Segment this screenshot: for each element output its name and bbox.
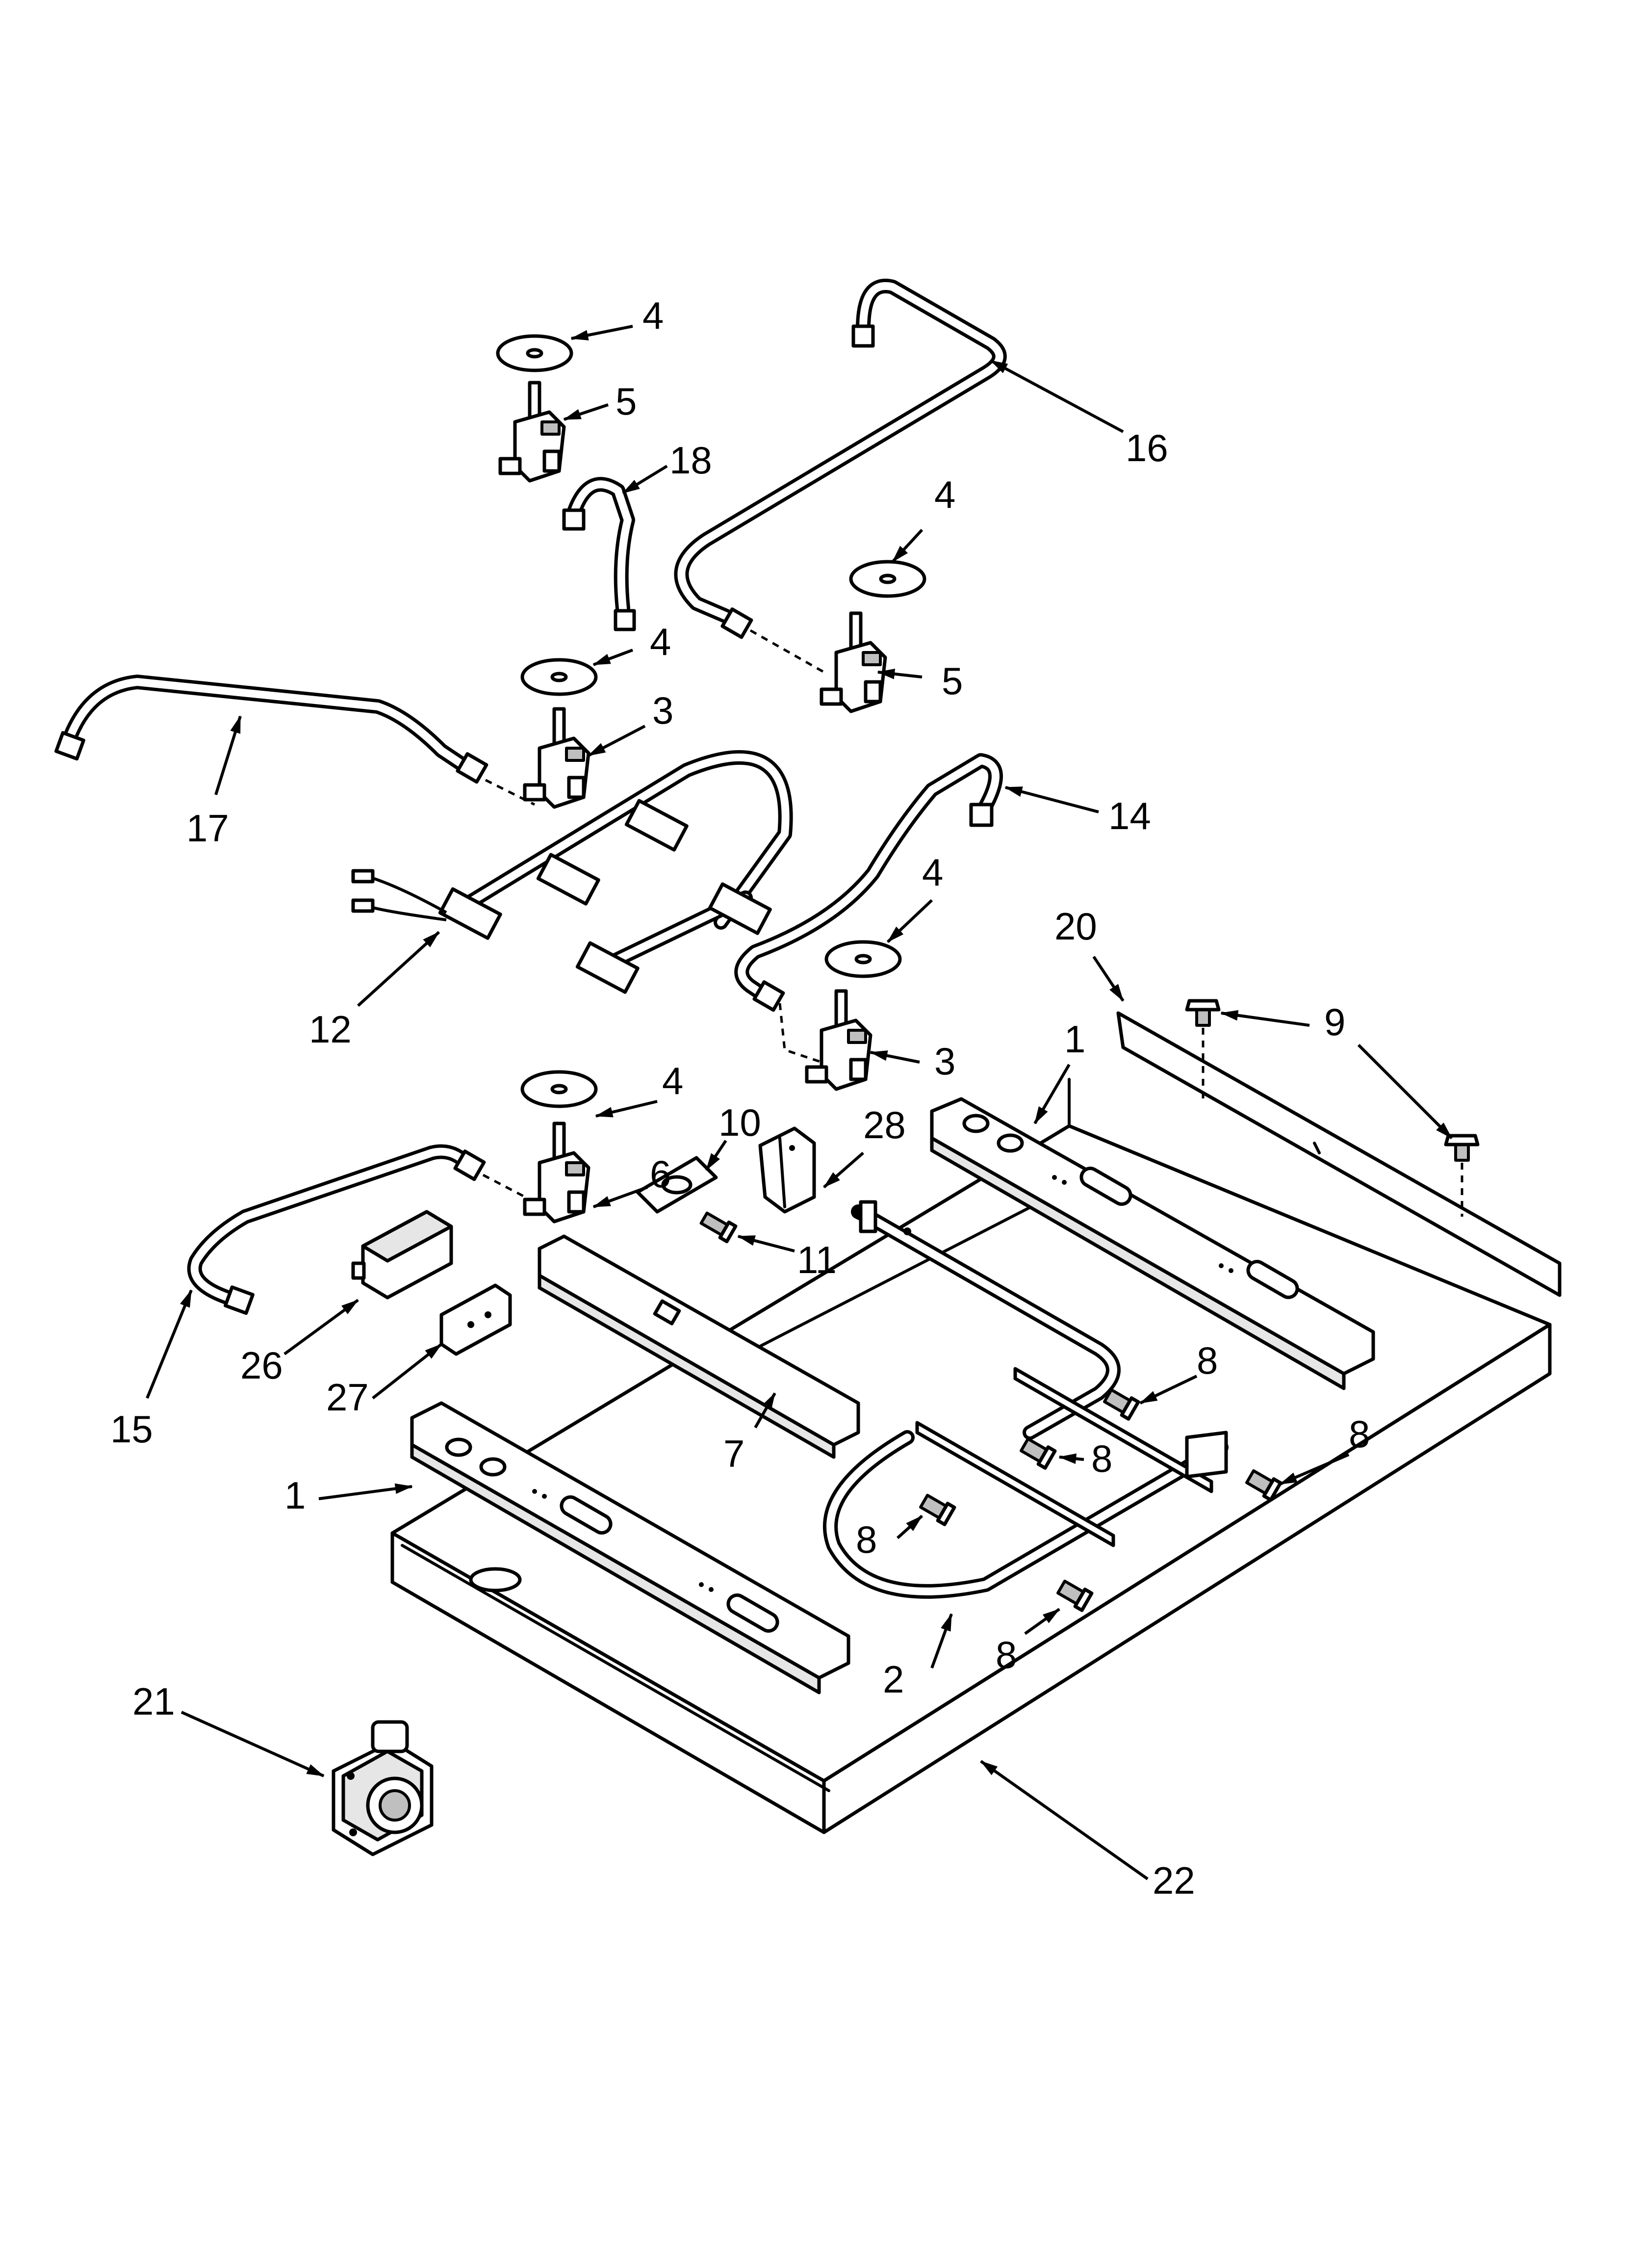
part-21-pressure-regulator	[332, 1720, 434, 1856]
callout-8: 8	[1091, 1437, 1112, 1480]
part-9-screws	[1185, 999, 1480, 1217]
callout-7: 7	[723, 1432, 744, 1475]
callout-1: 1	[284, 1474, 306, 1517]
callout-4: 4	[642, 294, 664, 337]
callout-28: 28	[863, 1103, 906, 1147]
callout-14: 14	[1108, 794, 1151, 837]
callout-6: 6	[650, 1152, 671, 1196]
callout-3: 3	[652, 689, 673, 732]
callout-9: 9	[1324, 1000, 1345, 1043]
part-15-gas-tube	[187, 1144, 536, 1315]
callout-12: 12	[309, 1008, 352, 1051]
callout-2: 2	[883, 1658, 904, 1701]
callout-26: 26	[240, 1344, 283, 1387]
callout-4: 4	[650, 620, 671, 663]
callout-27: 27	[326, 1376, 369, 1419]
callout-5: 5	[616, 380, 637, 423]
part-20-rear-panel	[1116, 1011, 1562, 1297]
part-6-valve	[523, 1121, 590, 1224]
part-27-terminal-block	[439, 1283, 512, 1356]
callout-21: 21	[132, 1680, 175, 1723]
part-11-screw	[699, 1211, 738, 1244]
callout-17: 17	[186, 807, 229, 850]
part-26-spark-module	[351, 1210, 453, 1300]
part-14-gas-tube	[734, 753, 1003, 1066]
part-2-u-burner	[823, 1200, 1229, 1599]
callout-10: 10	[718, 1101, 761, 1144]
callout-8: 8	[1197, 1339, 1218, 1382]
callout-4: 4	[934, 473, 955, 516]
part-3-valve-lower	[805, 989, 872, 1091]
part-10-plate	[636, 1156, 718, 1214]
callout-4: 4	[922, 851, 943, 894]
callout-20: 20	[1054, 905, 1097, 948]
callout-18: 18	[669, 439, 712, 482]
callout-labels: 4 5 18 16 4 5 4 3 17 14 4 12 20 9 1 3 4 …	[110, 294, 1370, 1902]
callout-8: 8	[856, 1518, 877, 1561]
part-18-gas-tube	[562, 477, 636, 631]
part-28-bracket	[758, 1126, 816, 1214]
part-3-valve-upper	[523, 707, 590, 809]
callout-1: 1	[1064, 1017, 1085, 1061]
part-7-cross-bracket	[538, 1234, 860, 1459]
callout-3: 3	[934, 1040, 955, 1083]
part-5-valve-lower	[820, 611, 887, 713]
part-4-valve-bezels	[496, 334, 926, 1108]
callout-16: 16	[1126, 426, 1168, 469]
part-12-igniter-harness	[351, 750, 793, 994]
callout-5: 5	[942, 659, 963, 703]
callout-11: 11	[797, 1238, 837, 1281]
callout-15: 15	[110, 1408, 153, 1451]
callout-8: 8	[996, 1633, 1017, 1676]
callout-4: 4	[662, 1059, 683, 1102]
part-1-burner-bracket-left	[410, 1401, 850, 1694]
leader-lines	[146, 325, 1453, 1880]
callout-8: 8	[1349, 1412, 1370, 1456]
part-1-burner-bracket-right	[930, 1097, 1375, 1390]
part-8-screws	[919, 1388, 1283, 1612]
callout-22: 22	[1153, 1859, 1195, 1902]
part-17-gas-tube	[54, 675, 536, 806]
part-5-valve-upper	[498, 381, 566, 483]
